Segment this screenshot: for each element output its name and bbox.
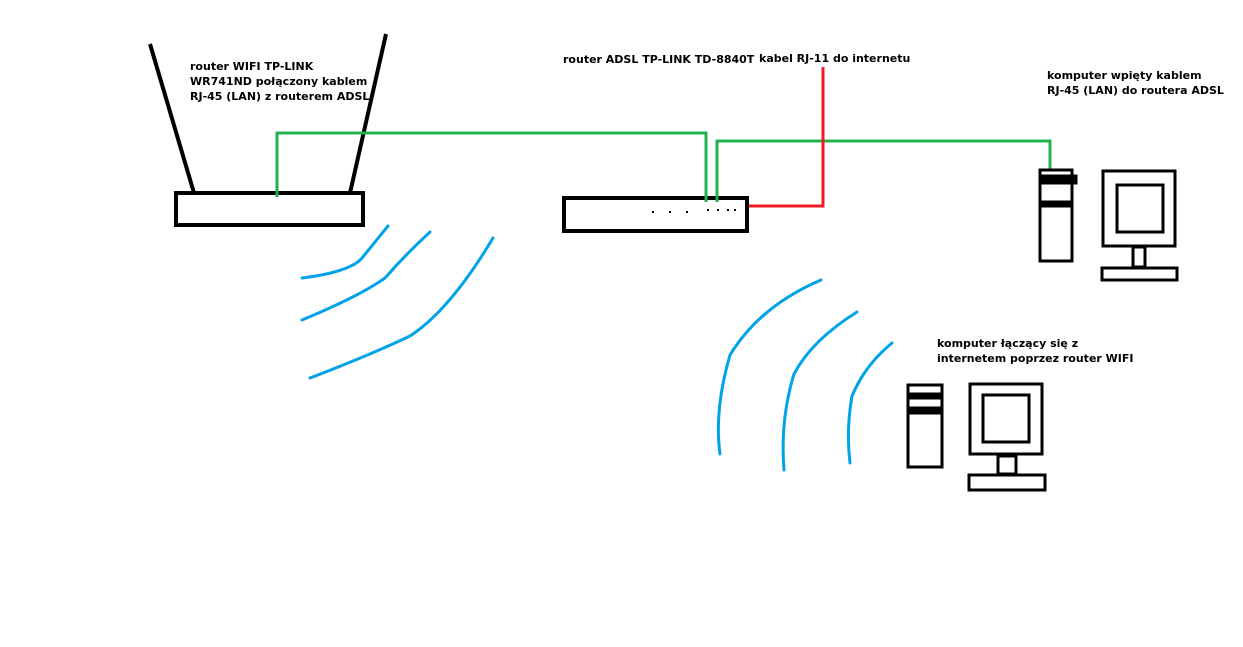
lan-cable-routers — [275, 131, 708, 202]
wifi-computer-label-line-2: internetem poprzez router WIFI — [937, 352, 1134, 365]
wired-computer-label: komputer wpięty kablem RJ-45 (LAN) do ro… — [1047, 68, 1224, 98]
wifi-wave-computer-2 — [781, 310, 859, 472]
lan-cable-computer — [715, 139, 1052, 202]
wired-computer-drive-1 — [1038, 174, 1078, 185]
wifi-wave-router-1 — [300, 224, 390, 280]
wifi-computer-drive-2 — [906, 406, 944, 415]
adsl-router-icon — [562, 196, 749, 233]
wired-computer-base — [1100, 266, 1179, 282]
wifi-router-icon — [148, 33, 388, 227]
wifi-wave-router-3 — [308, 236, 495, 380]
rj11-cable — [749, 67, 825, 208]
wifi-wave-computer-3 — [846, 341, 894, 465]
wired-computer-drive-2 — [1038, 200, 1074, 208]
desktop-computer-icon — [1038, 168, 1179, 282]
wifi-router-label-line-1: router WIFI TP-LINK — [190, 60, 314, 73]
wifi-computer-drive-1 — [906, 392, 944, 400]
wifi-router-label: router WIFI TP-LINK WR741ND połączony ka… — [190, 59, 369, 104]
adsl-router-body — [562, 196, 749, 233]
wifi-router-antenna-left — [148, 43, 196, 194]
wired-computer-tower — [1038, 168, 1074, 263]
rj11-cable-label-line-1: kabel RJ-11 do internetu — [759, 52, 911, 65]
wifi-computer-base — [967, 473, 1047, 492]
wifi-computer-monitor-inner — [981, 393, 1031, 444]
wifi-router-body — [174, 191, 365, 227]
wifi-waves-icon — [716, 278, 894, 472]
wired-computer-monitor-inner — [1115, 183, 1165, 234]
wired-computer-label-line-1: komputer wpięty kablem — [1047, 69, 1202, 82]
wifi-wave-router-2 — [300, 230, 432, 322]
adsl-router-label-line-1: router ADSL TP-LINK TD-8840T — [563, 53, 755, 66]
wifi-router-label-line-2: WR741ND połączony kablem — [190, 75, 368, 88]
wifi-router-label-line-3: RJ-45 (LAN) z routerem ADSL — [190, 90, 370, 103]
wifi-computer-tower — [906, 383, 944, 469]
wifi-computer-label-line-1: komputer łączący się z — [937, 337, 1079, 350]
desktop-computer-icon — [906, 382, 1047, 492]
wifi-computer-monitor-outer — [968, 382, 1044, 456]
wifi-wave-computer-1 — [716, 278, 823, 456]
rj11-cable-label: kabel RJ-11 do internetu — [759, 51, 910, 66]
adsl-router-label: router ADSL TP-LINK TD-8840T — [563, 52, 754, 67]
wifi-waves-icon — [300, 224, 495, 380]
adsl-router-ports — [652, 209, 736, 213]
wifi-router-antenna-right — [348, 33, 388, 194]
wifi-computer-label: komputer łączący się z internetem poprze… — [937, 336, 1134, 366]
wired-computer-label-line-2: RJ-45 (LAN) do routera ADSL — [1047, 84, 1224, 97]
